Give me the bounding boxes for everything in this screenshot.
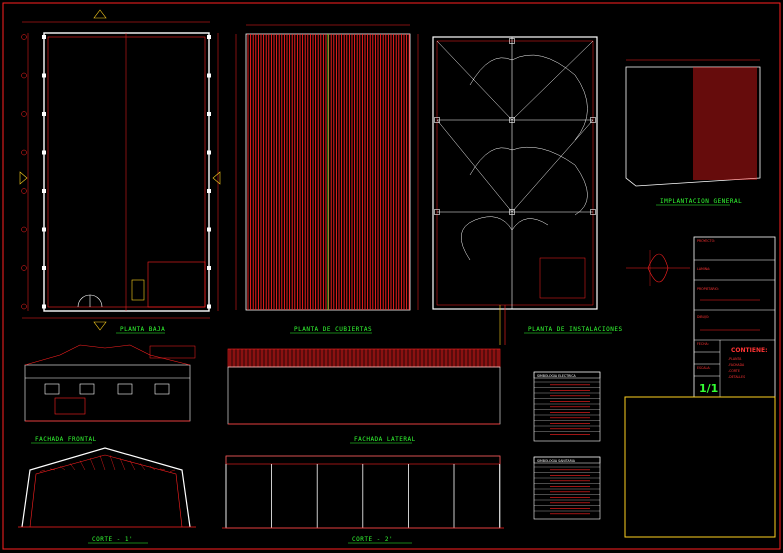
truss-member bbox=[139, 463, 146, 471]
label-planta-cubiertas: PLANTA DE CUBIERTAS bbox=[294, 326, 372, 333]
planta-instalaciones: PLANTA DE INSTALACIONES bbox=[432, 36, 623, 345]
tb-propietario: PROPIETARIO: bbox=[697, 287, 719, 291]
tb-contiene-item: -CORTE bbox=[728, 369, 740, 373]
legend-sanitaria: SIMBOLOGIA SANITARIA bbox=[533, 456, 601, 520]
grid-bubble bbox=[21, 34, 27, 40]
tb-contiene-item: -PLANTA bbox=[728, 357, 742, 361]
column-marker bbox=[207, 35, 211, 39]
column-marker bbox=[42, 73, 46, 78]
planta-cubiertas: PLANTA DE CUBIERTAS bbox=[235, 24, 419, 334]
window bbox=[154, 383, 170, 395]
truss-member bbox=[99, 455, 106, 471]
column-marker bbox=[42, 35, 46, 39]
title-block: PROYECTO: LAMINA: PROPIETARIO: DIBUJO: F… bbox=[693, 236, 776, 398]
window bbox=[44, 383, 60, 395]
fachada-lateral: FACHADA LATERAL bbox=[227, 348, 501, 444]
tb-proyecto: PROYECTO: bbox=[697, 239, 715, 243]
title-block-frame bbox=[624, 396, 776, 538]
column-marker bbox=[207, 227, 211, 232]
column-marker bbox=[207, 189, 211, 193]
label-corte-2: CORTE - 2' bbox=[352, 536, 393, 543]
grid-bubble bbox=[21, 188, 27, 194]
grid-bubble bbox=[21, 149, 27, 156]
outlet-marker bbox=[590, 117, 596, 123]
grid-bubble bbox=[21, 226, 27, 233]
label-corte-1: CORTE - 1' bbox=[92, 536, 133, 543]
column-marker bbox=[42, 112, 46, 116]
truss-member bbox=[149, 465, 156, 471]
legend-sanitaria-title: SIMBOLOGIA SANITARIA bbox=[537, 459, 576, 463]
column-marker bbox=[207, 266, 211, 270]
label-planta-baja: PLANTA BAJA bbox=[120, 326, 165, 333]
truss-member bbox=[119, 457, 126, 471]
tb-contiene: CONTIENE: bbox=[731, 347, 767, 354]
corte-1: CORTE - 1' bbox=[18, 447, 196, 544]
corte-2: CORTE - 2' bbox=[222, 455, 504, 544]
outlet-marker bbox=[509, 117, 515, 123]
grid-bubble bbox=[21, 111, 27, 117]
legend-electrica-title: SIMBOLOGIA ELECTRICA bbox=[537, 374, 576, 378]
truss-member bbox=[39, 469, 46, 472]
tb-escala: ESCALA: bbox=[697, 366, 711, 370]
fachada-frontal: FACHADA FRONTAL bbox=[24, 344, 196, 444]
truss-member bbox=[159, 468, 166, 471]
column-marker bbox=[207, 73, 211, 78]
column-marker bbox=[42, 227, 46, 232]
truss-member bbox=[69, 463, 76, 471]
window bbox=[117, 383, 133, 395]
outlet-marker bbox=[434, 209, 440, 215]
label-fachada-frontal: FACHADA FRONTAL bbox=[35, 436, 97, 443]
tb-fecha: FECHA: bbox=[697, 342, 709, 346]
column-marker bbox=[42, 189, 46, 193]
outlet-marker bbox=[509, 38, 515, 44]
window bbox=[79, 383, 95, 395]
outlet-marker bbox=[434, 117, 440, 123]
label-fachada-lateral: FACHADA LATERAL bbox=[354, 436, 416, 443]
label-planta-instalaciones: PLANTA DE INSTALACIONES bbox=[528, 326, 623, 333]
tb-contiene-item: -DETALLES bbox=[728, 375, 745, 379]
planta-baja: PLANTA BAJA bbox=[19, 9, 221, 334]
grid-bubble bbox=[21, 72, 27, 79]
outlet-marker bbox=[509, 209, 515, 215]
tb-dibujo: DIBUJO: bbox=[697, 315, 709, 319]
legend-electrica: SIMBOLOGIA ELECTRICA bbox=[533, 371, 601, 442]
column-marker bbox=[42, 150, 46, 155]
truss-member bbox=[49, 468, 56, 471]
truss-member bbox=[89, 457, 96, 471]
truss-member bbox=[79, 460, 86, 471]
tb-contiene-item: -FACHADA bbox=[728, 363, 745, 367]
tb-sheet-number: 1/1 bbox=[699, 382, 718, 395]
label-implantacion: IMPLANTACION GENERAL bbox=[660, 198, 742, 205]
north-arrow-icon bbox=[626, 250, 690, 286]
truss-member bbox=[129, 460, 136, 471]
column-marker bbox=[42, 266, 46, 270]
column-marker bbox=[207, 150, 211, 155]
column-marker bbox=[207, 112, 211, 116]
column-marker bbox=[207, 304, 211, 309]
grid-bubble bbox=[21, 265, 27, 271]
truss-member bbox=[169, 469, 176, 472]
column-marker bbox=[42, 304, 46, 309]
implantacion-general: IMPLANTACION GENERAL bbox=[625, 59, 761, 206]
truss-member bbox=[109, 455, 116, 471]
grid-bubble bbox=[21, 303, 27, 310]
tb-lamina: LAMINA: bbox=[697, 267, 710, 271]
truss-member bbox=[59, 465, 66, 471]
outlet-marker bbox=[590, 209, 596, 215]
